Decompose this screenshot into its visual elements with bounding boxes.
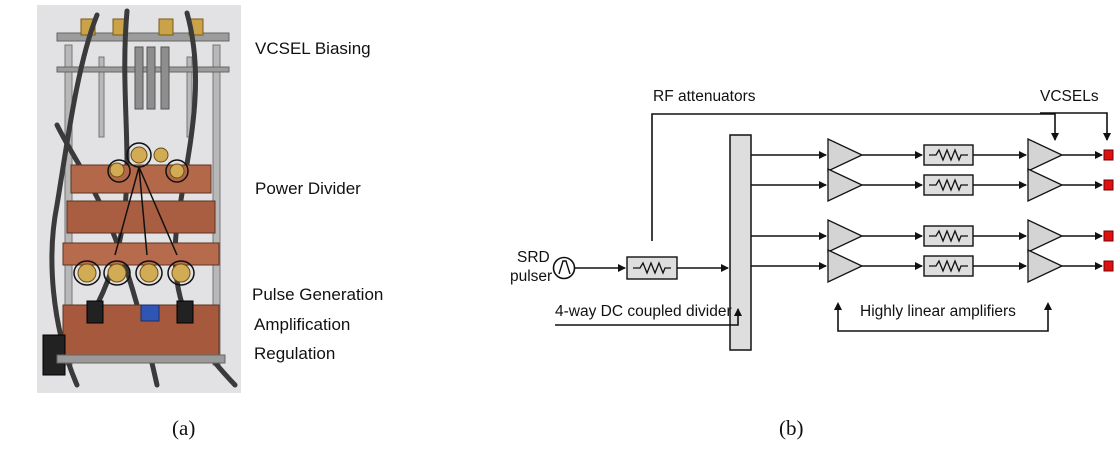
- channels: [751, 137, 1114, 284]
- label-rf-attenuators: RF attenuators: [653, 88, 756, 105]
- label-amplification: Amplification: [254, 315, 351, 334]
- amplifier-stage1-3: [827, 218, 864, 254]
- vcsel-1: [1103, 149, 1114, 161]
- amplifier-bracket-arrow-left: [834, 302, 842, 310]
- divider-bracket: [555, 308, 742, 326]
- amplifier-stage2-2: [1027, 167, 1064, 203]
- amplifier-bracket: [837, 309, 1049, 332]
- resistor-icon-4: [929, 259, 968, 273]
- vcsel-4: [1103, 260, 1114, 272]
- label-power-divider: Power Divider: [255, 179, 361, 198]
- amplifier-stage2-3: [1027, 218, 1064, 254]
- amplifier-stage1-1: [827, 137, 864, 173]
- label-amplifiers: Highly linear amplifiers: [860, 303, 1016, 320]
- caption-b: (b): [779, 416, 804, 440]
- four-way-divider: [729, 134, 752, 351]
- label-regulation: Regulation: [254, 344, 336, 363]
- vcsel-2: [1103, 179, 1114, 191]
- label-srd: SRD: [517, 249, 550, 266]
- label-vcsels: VCSELs: [1040, 88, 1099, 105]
- vcsel-bracket: [1040, 112, 1111, 141]
- resistor-icon-3: [929, 229, 968, 243]
- caption-a: (a): [172, 416, 196, 440]
- resistor-icon: [633, 261, 671, 275]
- resistor-icon-1: [929, 148, 968, 162]
- resistor-icon-2: [929, 178, 968, 192]
- amplifier-stage2-1: [1027, 137, 1064, 173]
- label-vcsel-biasing: VCSEL Biasing: [255, 39, 371, 58]
- label-pulse-generation: Pulse Generation: [252, 285, 384, 304]
- amplifier-stage1-4: [827, 248, 864, 284]
- amplifier-stage1-2: [827, 167, 864, 203]
- label-pulser: pulser: [510, 268, 552, 285]
- label-divider: 4-way DC coupled divider: [555, 303, 732, 320]
- amplifier-bracket-arrow-right: [1044, 302, 1052, 310]
- vcsel-3: [1103, 230, 1114, 242]
- pulse-glyph: [558, 260, 571, 275]
- amplifier-stage2-4: [1027, 248, 1064, 284]
- rf-attenuator-bracket: [651, 113, 1059, 241]
- hardware-photo: [37, 5, 241, 393]
